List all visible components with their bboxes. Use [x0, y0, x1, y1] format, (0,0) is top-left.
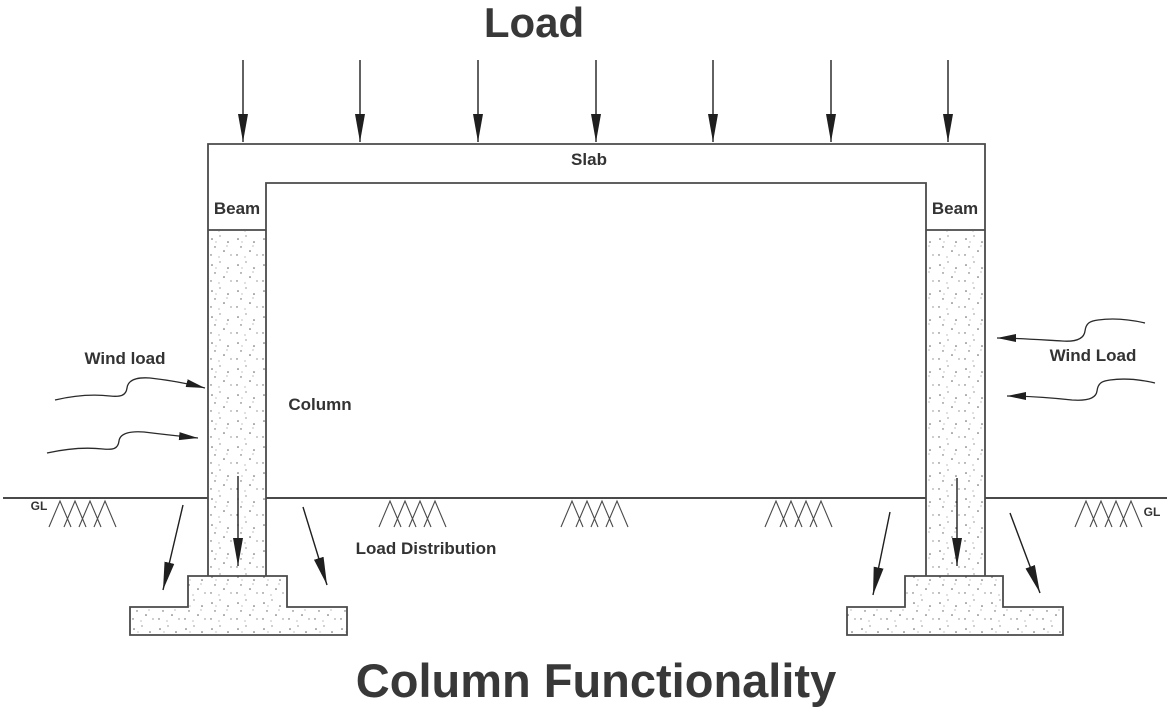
- wind-arrow-left-lower: [46, 431, 199, 454]
- distribution-arrow: [872, 511, 891, 596]
- top-title: Load: [483, 0, 585, 46]
- right-column-stipple: [927, 231, 984, 576]
- frame-outline: [207, 143, 986, 576]
- column-label: Column: [288, 395, 352, 414]
- wind-load-label-left: Wind load: [84, 349, 166, 368]
- beam-label-left: Beam: [213, 199, 261, 218]
- distribution-arrow: [1009, 512, 1041, 594]
- distribution-arrow: [162, 504, 184, 591]
- left-column-stipple: [209, 231, 265, 576]
- right-footing: [846, 575, 1064, 636]
- load-distribution-label: Load Distribution: [355, 539, 497, 558]
- bottom-title: Column Functionality: [355, 654, 837, 707]
- load-arrows: [238, 60, 953, 142]
- wind-arrows: [46, 318, 1156, 454]
- distribution-arrow: [302, 506, 328, 586]
- wind-arrow-right-lower: [1006, 378, 1156, 401]
- ground-level-label-left: GL: [30, 499, 48, 513]
- ground-hatch-marks: [48, 499, 1143, 528]
- wind-load-label-right: Wind Load: [1049, 346, 1137, 365]
- beam-label-right: Beam: [931, 199, 979, 218]
- column-axial-arrows: [233, 476, 962, 566]
- load-distribution-arrows: [162, 504, 1041, 596]
- wind-arrow-left-upper: [54, 377, 206, 401]
- slab-label: Slab: [571, 150, 607, 169]
- frame-opening: [265, 182, 927, 576]
- left-footing: [129, 575, 348, 636]
- wind-arrow-right-upper: [996, 318, 1146, 343]
- ground-level-label-right: GL: [1143, 505, 1161, 519]
- slab-and-outer-edges: [207, 143, 986, 576]
